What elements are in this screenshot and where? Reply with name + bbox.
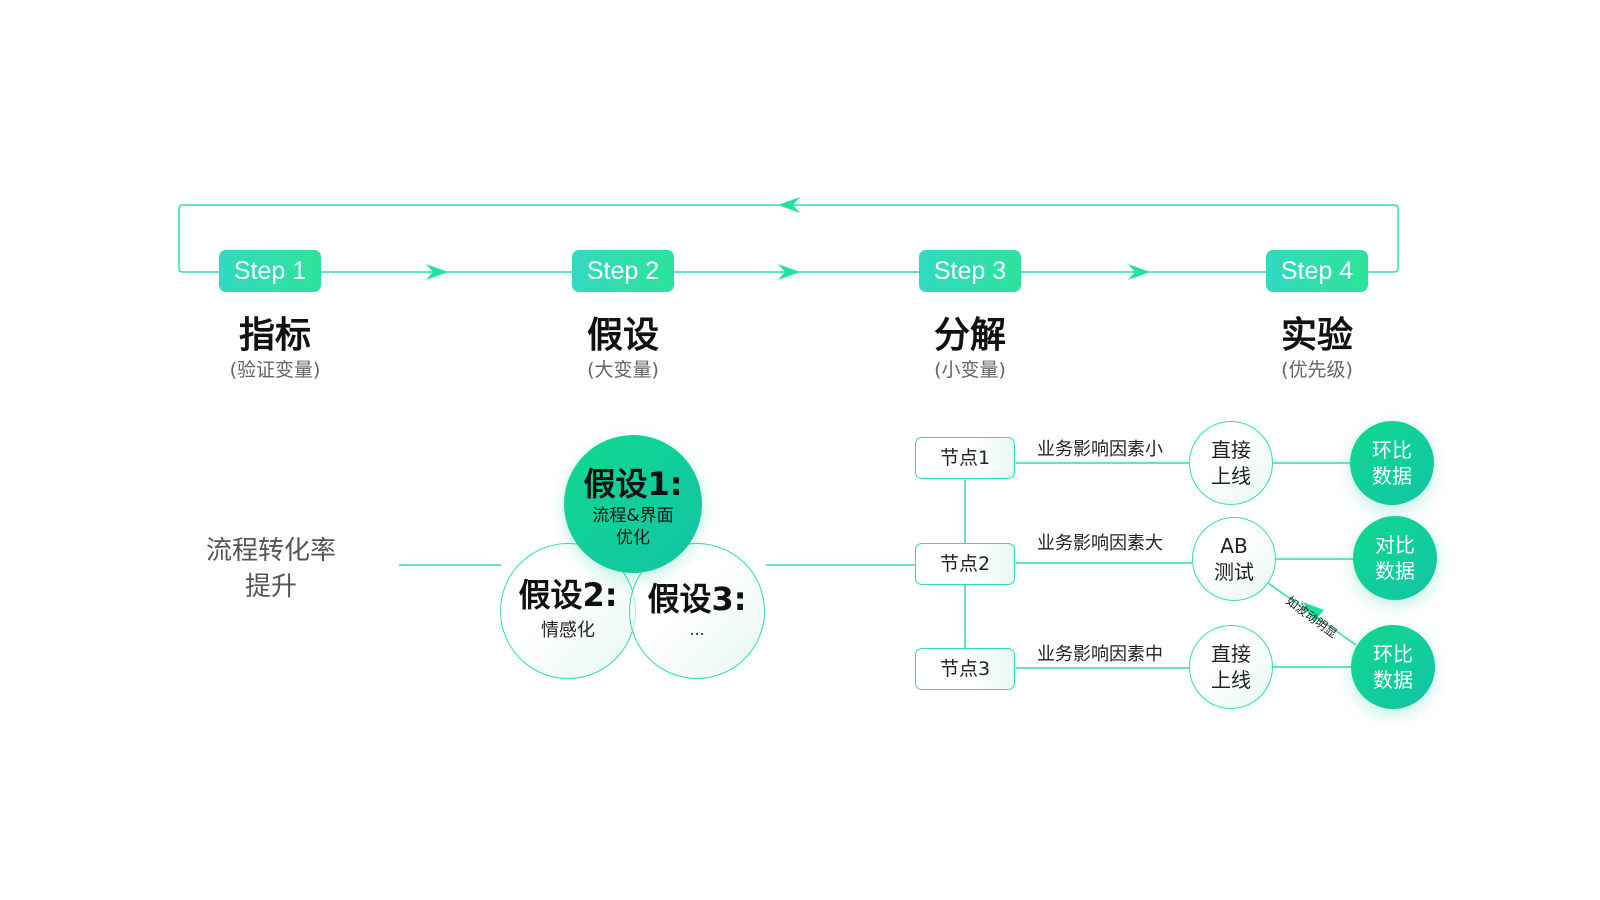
result-1-line2: 数据: [1372, 464, 1412, 488]
step-1-badge: Step 1: [219, 250, 321, 292]
result-circle-1: 环比数据: [1350, 421, 1434, 505]
hypothesis-1-circle: 假设1: 流程&界面 优化: [564, 435, 702, 573]
action-2-line1: AB: [1220, 534, 1248, 558]
step-3-badge: Step 3: [919, 250, 1021, 292]
arrow-right-icon: [426, 264, 448, 280]
result-3-line2: 数据: [1373, 668, 1413, 692]
step-2-badge: Step 2: [572, 250, 674, 292]
result-2-line1: 对比: [1375, 533, 1415, 557]
metric-line2: 提升: [244, 572, 297, 602]
step-4-badge: Step 4: [1266, 250, 1368, 292]
step-2-subtitle: (大变量): [587, 359, 659, 381]
action-3-line2: 上线: [1211, 668, 1251, 692]
metric-text: 流程转化率 提升: [171, 533, 371, 605]
hypothesis-3-desc: ...: [689, 619, 705, 639]
arrow-head-icon: [1303, 602, 1324, 622]
hypothesis-2-title: 假设2:: [518, 576, 618, 614]
result-3-line1: 环比: [1373, 642, 1413, 666]
action-circle-1: 直接上线: [1189, 421, 1273, 505]
factor-label-3: 业务影响因素中: [1037, 644, 1163, 665]
step-2-title: 假设: [586, 315, 659, 356]
action-1-line1: 直接: [1211, 438, 1251, 462]
node-2: 节点2: [915, 543, 1015, 585]
action-1-line2: 上线: [1211, 464, 1251, 488]
result-circle-3: 环比数据: [1351, 625, 1435, 709]
action-2-line2: 测试: [1214, 560, 1254, 584]
arrow-right-icon: [1128, 264, 1150, 280]
hypothesis-2-circle: 假设2: 情感化: [500, 543, 636, 679]
arrow-right-icon: [778, 264, 800, 280]
arrow-left-icon: [778, 197, 800, 213]
result-circle-2: 对比数据: [1353, 516, 1437, 600]
node-1: 节点1: [915, 437, 1015, 479]
result-2-line2: 数据: [1375, 559, 1415, 583]
step-4-title: 实验: [1280, 315, 1353, 356]
factor-label-2: 业务影响因素大: [1037, 533, 1163, 554]
hypothesis-3-title: 假设3:: [647, 579, 747, 618]
result-1-line1: 环比: [1372, 438, 1412, 462]
step-3-title: 分解: [933, 315, 1006, 356]
step-4-subtitle: (优先级): [1281, 359, 1353, 381]
step-1-title: 指标: [238, 315, 311, 356]
action-circle-3: 直接上线: [1189, 625, 1273, 709]
loop-line: [178, 204, 1399, 273]
step-1-subtitle: (验证变量): [229, 359, 321, 381]
metric-line1: 流程转化率: [205, 536, 336, 566]
hypothesis-1-desc2: 优化: [616, 528, 650, 548]
step-3-subtitle: (小变量): [934, 359, 1006, 381]
factor-label-1: 业务影响因素小: [1037, 439, 1163, 460]
hypothesis-1-title: 假设1:: [583, 465, 683, 503]
hypothesis-1-desc: 流程&界面: [592, 506, 674, 526]
node-3: 节点3: [915, 648, 1015, 690]
hypothesis-2-desc: 情感化: [541, 620, 595, 641]
hypothesis-3-circle: 假设3: ...: [629, 543, 765, 679]
action-3-line1: 直接: [1211, 642, 1251, 666]
